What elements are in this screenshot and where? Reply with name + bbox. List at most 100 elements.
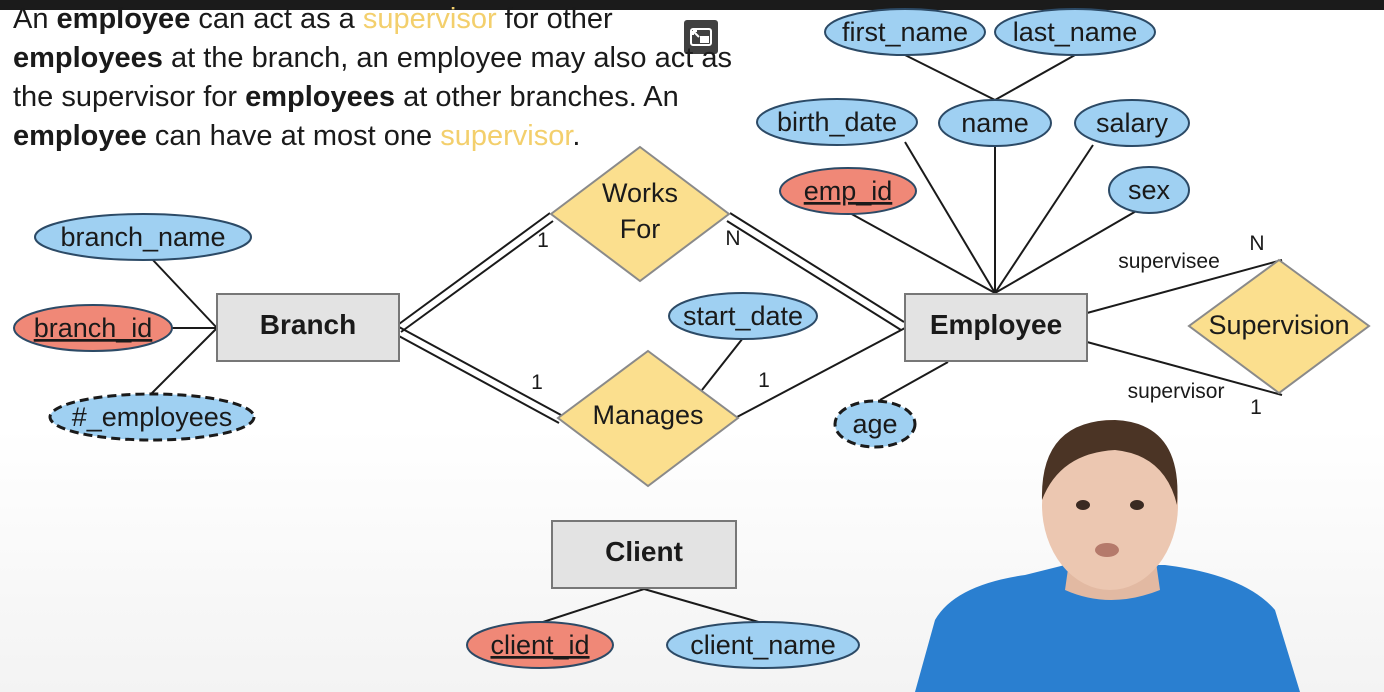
entity-box: [551, 520, 737, 589]
attribute-ellipse: [938, 99, 1052, 147]
desc-text: at the branch, an employee may also act …: [13, 42, 732, 113]
presenter-hair: [1041, 420, 1178, 505]
connector-start-date: [701, 337, 744, 391]
connector-salary: [994, 144, 1094, 294]
presenter-eye: [1076, 500, 1090, 510]
attribute-birth-date: birth_date: [756, 98, 918, 146]
attribute-label: sex: [1128, 175, 1171, 205]
attribute-last-name: last_name: [994, 8, 1156, 56]
connector-birth-date: [904, 141, 996, 294]
double-line-worksfor-employee-b: [726, 220, 902, 331]
desc-bold: employees: [13, 42, 163, 74]
connector-client-id: [539, 588, 645, 624]
attribute-label: branch_name: [60, 222, 225, 252]
connector-age: [879, 361, 949, 401]
attribute-ellipse: [34, 213, 252, 261]
attribute-ellipse: [824, 8, 986, 56]
desc-bold: employee: [56, 3, 191, 35]
entity-label-branch: Branch: [260, 309, 356, 340]
connectors: [149, 54, 1283, 624]
connector-first-name: [904, 54, 996, 101]
attribute-label: salary: [1096, 108, 1169, 138]
connector-num-employees: [149, 327, 218, 396]
desc-text: can act as a: [190, 3, 363, 35]
double-line-branch-worksfor-b: [400, 220, 554, 333]
requirement-description: An employee can act as a supervisor for …: [13, 0, 753, 156]
attribute-branch-id: branch_id: [13, 304, 173, 352]
connector-branch-name: [151, 258, 218, 329]
connector-supervisee: [1086, 259, 1283, 314]
key-attribute-label: branch_id: [34, 313, 153, 343]
derived-attribute-label: age: [852, 409, 897, 439]
presenter-face: [1042, 420, 1178, 590]
relationship-diamond: [556, 349, 740, 488]
attribute-sex: sex: [1108, 166, 1190, 214]
attribute-label: name: [961, 108, 1029, 138]
attribute-ellipse: [994, 8, 1156, 56]
desc-text: An: [13, 3, 57, 35]
key-attribute-label: client_id: [490, 630, 589, 660]
desc-highlight: supervisor: [440, 120, 573, 152]
connector-manages-employee: [736, 327, 906, 418]
exit-picture-in-picture-button[interactable]: [684, 20, 718, 54]
cardinality-manages-employee: 1: [758, 369, 770, 392]
role-label-supervisee: supervisee: [1118, 250, 1220, 273]
key-attribute-ellipse: [779, 167, 917, 215]
connector-sex: [994, 209, 1139, 294]
entity-label-employee: Employee: [930, 309, 1062, 340]
entity-client: Client: [551, 520, 737, 589]
double-line-worksfor-employee-a: [729, 212, 905, 323]
cardinality-manages-branch: 1: [531, 371, 543, 394]
desc-text: at other branches. An: [395, 81, 679, 113]
relationship-manages: Manages: [556, 349, 740, 488]
attribute-client-name: client_name: [666, 621, 860, 669]
desc-text: for other: [496, 3, 613, 35]
double-line-branch-manages-a: [398, 326, 562, 416]
attribute-label: client_name: [690, 630, 836, 660]
desc-highlight: supervisor: [362, 3, 497, 35]
entity-box: [904, 293, 1088, 362]
attribute-emp-id: emp_id: [779, 167, 917, 215]
attribute-age: age: [833, 399, 917, 449]
exit-picture-in-picture-icon: [690, 28, 712, 46]
attribute-start-date: start_date: [668, 292, 818, 340]
relationship-label-for: For: [620, 214, 661, 244]
presenter-eye: [1130, 500, 1144, 510]
desc-bold: employees: [245, 81, 396, 113]
attribute-first-name: first_name: [824, 8, 986, 56]
entity-branch: Branch: [216, 293, 400, 362]
relationship-label-manages: Manages: [592, 400, 703, 430]
entity-employee: Employee: [904, 293, 1088, 362]
attribute-ellipse: [1074, 99, 1190, 147]
attribute-salary: salary: [1074, 99, 1190, 147]
attribute-ellipse: [668, 292, 818, 340]
derived-attribute-label: #_employees: [72, 402, 233, 432]
key-attribute-ellipse: [13, 304, 173, 352]
double-line-branch-worksfor-a: [398, 212, 551, 325]
connector-emp-id: [847, 211, 996, 294]
attribute-ellipse: [1108, 166, 1190, 214]
attribute-ellipse: [756, 98, 918, 146]
derived-attribute-ellipse: [833, 399, 917, 449]
relationship-supervision: Supervision: [1187, 258, 1371, 395]
attribute-num-employees: #_employees: [48, 392, 256, 442]
total-participation-lines: [396, 212, 905, 424]
entity-label-client: Client: [605, 536, 683, 567]
presenter-mouth: [1095, 543, 1119, 557]
attribute-label: birth_date: [777, 107, 897, 137]
attribute-label: start_date: [683, 301, 803, 331]
connector-supervisor: [1086, 341, 1283, 396]
attribute-label: first_name: [842, 17, 968, 47]
video-top-bar: [0, 0, 1384, 10]
attribute-name: name: [938, 99, 1052, 147]
entity-box: [216, 293, 400, 362]
presenter-shirt: [915, 565, 1300, 692]
key-attribute-ellipse: [466, 621, 614, 669]
desc-bold: employee: [13, 120, 147, 152]
connector-client-name: [643, 588, 763, 624]
derived-attribute-ellipse: [48, 392, 256, 442]
relationship-label-works: Works: [602, 178, 678, 208]
cardinality-works-for-employee: N: [725, 227, 740, 250]
